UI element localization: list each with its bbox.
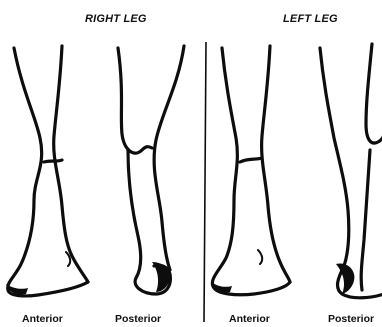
right-leg-header: RIGHT LEG <box>85 13 147 25</box>
right-posterior-caption: Posterior <box>115 313 161 325</box>
left-leg-header: LEFT LEG <box>283 13 338 25</box>
left-posterior-caption: Posterior <box>328 313 374 325</box>
right-leg-posterior <box>118 46 184 294</box>
left-leg-anterior <box>212 46 290 295</box>
left-leg-posterior <box>320 44 382 298</box>
right-leg-anterior <box>6 46 88 296</box>
right-anterior-caption: Anterior <box>22 313 63 325</box>
center-divider <box>204 42 206 322</box>
left-anterior-caption: Anterior <box>229 313 270 325</box>
